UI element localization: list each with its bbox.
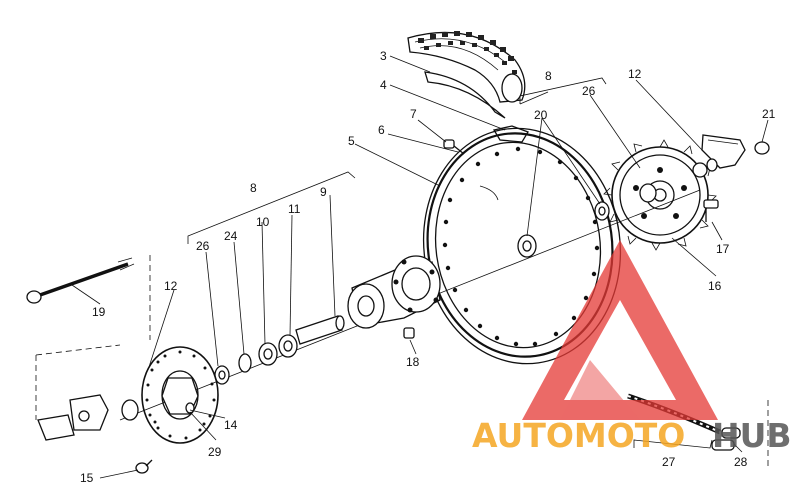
- callout-11: 11: [288, 202, 301, 216]
- callout-8-right: 8: [545, 69, 552, 83]
- callout-5: 5: [348, 134, 355, 148]
- callout-labels: 3 4 8 12 26 20 21 7 6 5 8 9 11 10 24 26 …: [80, 49, 776, 485]
- callout-12-left: 12: [164, 279, 178, 293]
- callout-19: 19: [92, 305, 106, 319]
- callout-18: 18: [406, 355, 420, 369]
- watermark-logo: [522, 240, 718, 420]
- callout-29: 29: [208, 445, 222, 459]
- watermark-text-auto: AUTOMOTO: [472, 416, 685, 455]
- callout-17: 17: [716, 242, 730, 256]
- hub: [347, 255, 441, 329]
- callout-28: 28: [734, 455, 748, 469]
- callout-15: 15: [80, 471, 94, 485]
- nut-18: [403, 327, 415, 339]
- callout-9: 9: [320, 185, 327, 199]
- watermark-triangle: [522, 240, 718, 420]
- callout-16: 16: [708, 279, 722, 293]
- callout-26-right: 26: [582, 84, 596, 98]
- callout-10: 10: [256, 215, 270, 229]
- master-link: [711, 427, 741, 451]
- chain-adjuster: [692, 134, 770, 178]
- watermark-text-hub: HUB: [712, 416, 792, 455]
- sprocket: [603, 139, 717, 251]
- callout-6: 6: [378, 123, 385, 137]
- tire-section: [407, 31, 526, 103]
- watermark-text: AUTOMOTO HUB: [472, 416, 792, 455]
- bearing-20: [594, 183, 657, 221]
- leader-lines: [71, 55, 769, 479]
- callout-12-right: 12: [628, 67, 642, 81]
- callout-8-left: 8: [250, 181, 257, 195]
- chain-adjuster-left: [37, 394, 109, 441]
- bearings-left: [214, 334, 298, 385]
- bolt-15: [135, 459, 153, 474]
- callout-3: 3: [380, 49, 387, 63]
- rim: [422, 127, 622, 365]
- callout-14: 14: [224, 418, 238, 432]
- guide-lines: [35, 255, 769, 470]
- valve-bolt: [443, 139, 465, 155]
- axle: [26, 257, 135, 304]
- brake-disc: [141, 346, 219, 444]
- callout-7: 7: [410, 107, 417, 121]
- callout-21: 21: [762, 107, 776, 121]
- callout-4: 4: [380, 78, 387, 92]
- group-brackets: [187, 77, 607, 244]
- callout-26-left: 26: [196, 239, 210, 253]
- callout-20: 20: [534, 108, 548, 122]
- callout-27: 27: [662, 455, 676, 469]
- callout-24: 24: [224, 229, 238, 243]
- bolt-17: [703, 199, 719, 222]
- spacer-tube: [295, 315, 345, 345]
